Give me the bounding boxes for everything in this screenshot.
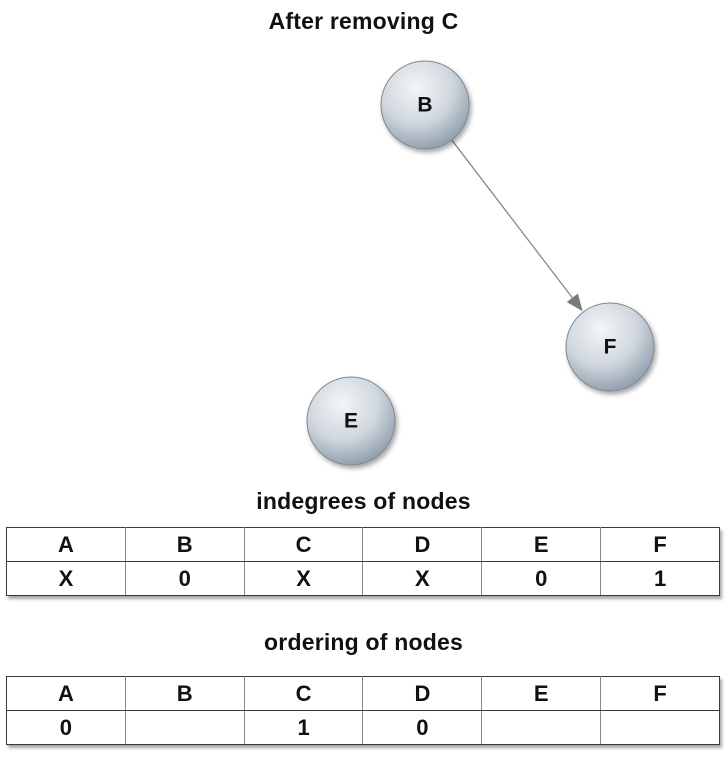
graph-diagram: B F E	[306, 60, 655, 466]
table-cell: 1	[600, 561, 720, 596]
table-header-cell: D	[362, 527, 483, 562]
node-circle	[565, 302, 655, 392]
indegrees-heading: indegrees of nodes	[256, 488, 471, 514]
nodes-layer: B F E	[306, 60, 655, 466]
node-circle	[380, 60, 470, 150]
table-cell: 0	[124, 561, 245, 596]
table-row: X 0 X X 0 1	[6, 561, 720, 596]
table-header-cell: F	[600, 527, 720, 562]
table-header-cell: F	[600, 676, 720, 711]
node-f: F	[565, 302, 655, 392]
table-header-cell: E	[481, 676, 602, 711]
node-label: B	[417, 94, 432, 117]
table-cell	[481, 710, 602, 745]
edge-b-f	[451, 139, 583, 312]
table-header-cell: A	[6, 527, 126, 562]
table-header-cell: C	[243, 527, 364, 562]
table-header-row: A B C D E F	[6, 676, 720, 711]
table-cell: 1	[243, 710, 364, 745]
table-header-row: A B C D E F	[6, 527, 720, 562]
node-b: B	[380, 60, 470, 150]
table-cell	[600, 710, 720, 745]
table-header-cell: B	[124, 527, 245, 562]
node-label: E	[344, 410, 358, 433]
node-e: E	[306, 376, 396, 466]
table-cell: 0	[362, 710, 483, 745]
table-header-cell: D	[362, 676, 483, 711]
table-row: 0 1 0	[6, 710, 720, 745]
table-header-cell: E	[481, 527, 602, 562]
table-cell: X	[243, 561, 364, 596]
table-header-cell: A	[6, 676, 126, 711]
ordering-table: A B C D E F 0 1 0	[6, 676, 720, 745]
table-cell	[124, 710, 245, 745]
node-label: F	[604, 336, 617, 359]
indegrees-table: A B C D E F X 0 X X 0 1	[6, 527, 720, 596]
node-circle	[306, 376, 396, 466]
edges-layer	[451, 139, 583, 312]
table-header-cell: B	[124, 676, 245, 711]
ordering-heading: ordering of nodes	[264, 629, 463, 655]
page-title: After removing C	[268, 8, 459, 34]
table-cell: X	[6, 561, 126, 596]
table-cell: 0	[481, 561, 602, 596]
table-cell: X	[362, 561, 483, 596]
arrowhead	[566, 293, 583, 312]
edge-line	[451, 139, 573, 299]
table-header-cell: C	[243, 676, 364, 711]
table-cell: 0	[6, 710, 126, 745]
